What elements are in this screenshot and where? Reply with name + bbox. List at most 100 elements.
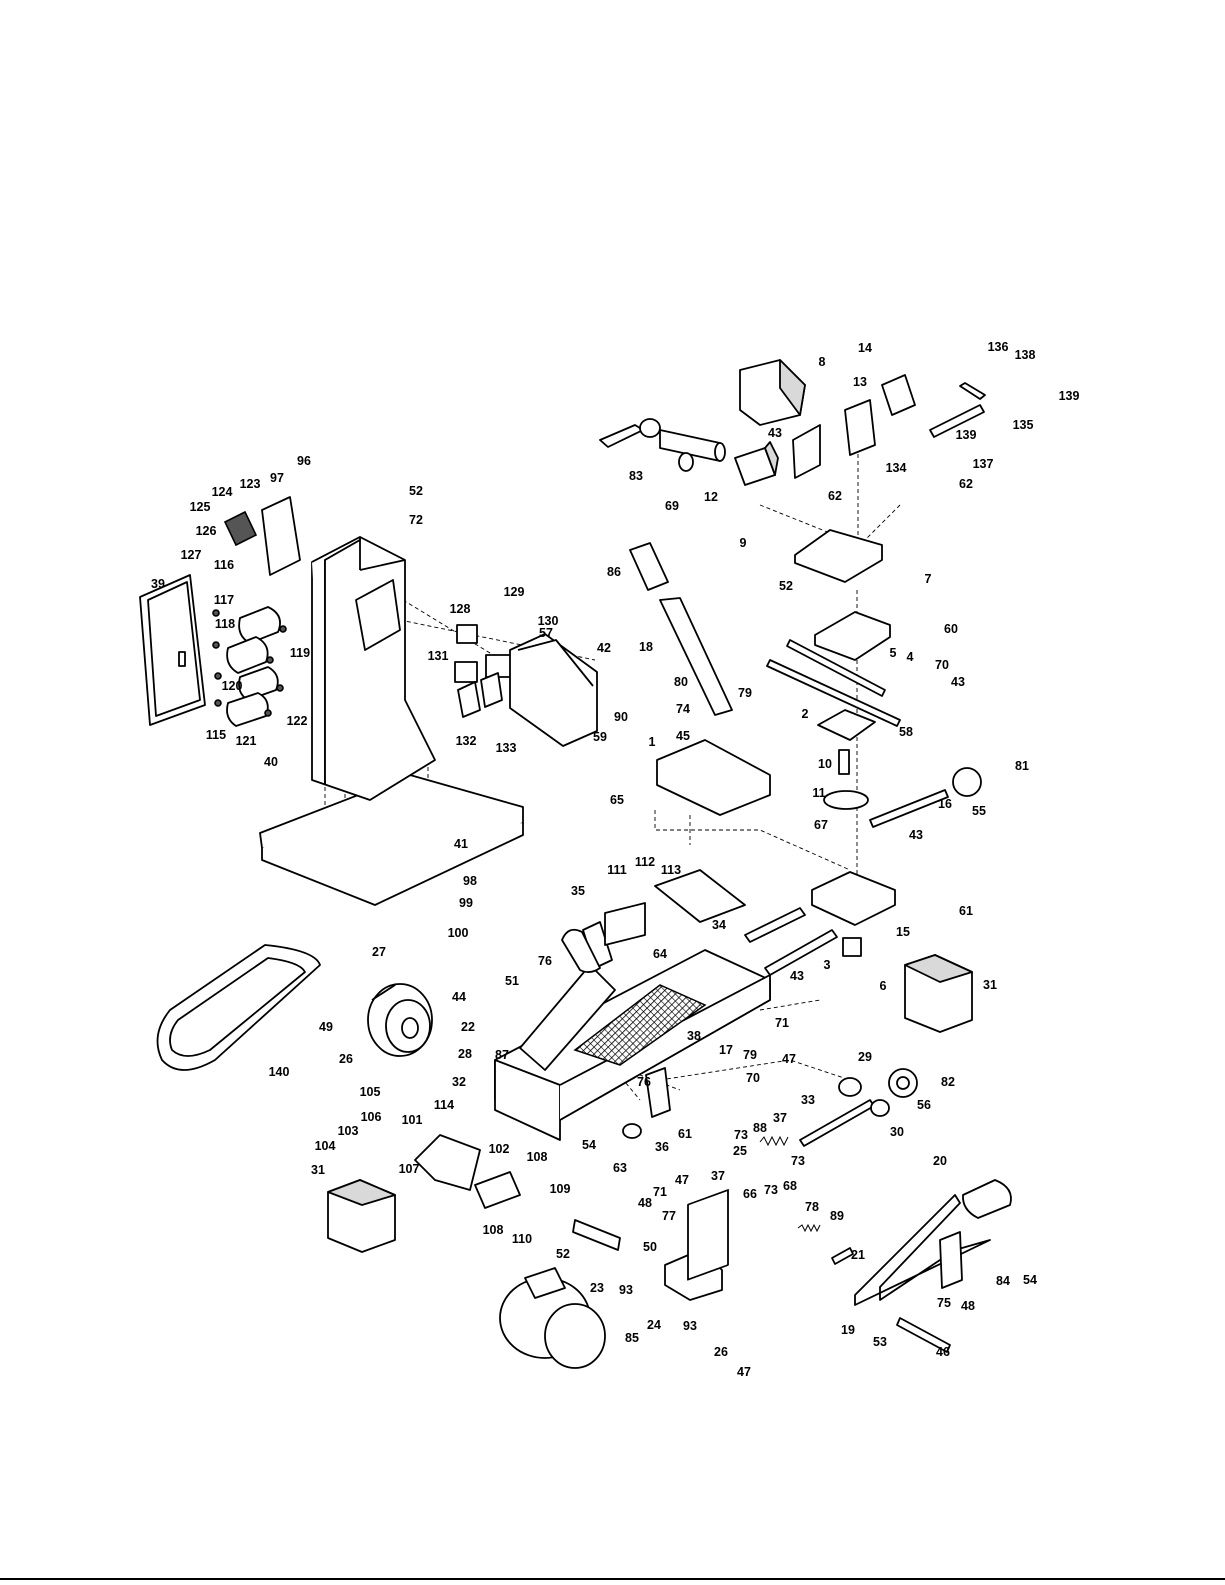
part-callout-44: 44 [452, 990, 466, 1004]
part-callout-3: 3 [824, 958, 831, 972]
part-callout-115: 115 [206, 728, 226, 742]
part-callout-74: 74 [676, 702, 690, 716]
part-callout-100: 100 [448, 926, 469, 940]
part-callout-136: 136 [988, 340, 1009, 354]
part-callout-7: 7 [925, 572, 932, 586]
part-callout-24: 24 [647, 1318, 661, 1332]
part-callout-48: 48 [638, 1196, 652, 1210]
part-callout-121: 121 [236, 734, 257, 748]
part-callout-52: 52 [556, 1247, 570, 1261]
part-callout-32: 32 [452, 1075, 466, 1089]
part-callout-108: 108 [483, 1223, 504, 1237]
part-callout-39: 39 [151, 577, 165, 591]
part-callout-103: 103 [338, 1124, 359, 1138]
part-callout-13: 13 [853, 375, 867, 389]
part-callout-68: 68 [783, 1179, 797, 1193]
part-callout-102: 102 [489, 1142, 510, 1156]
part-callout-108: 108 [527, 1150, 548, 1164]
part-callout-19: 19 [841, 1323, 855, 1337]
part-callout-50: 50 [643, 1240, 657, 1254]
part-callout-61: 61 [678, 1127, 692, 1141]
part-callout-45: 45 [676, 729, 690, 743]
part-callout-33: 33 [801, 1093, 815, 1107]
part-callout-47: 47 [737, 1365, 751, 1379]
part-callout-113: 113 [661, 863, 681, 877]
part-callout-107: 107 [399, 1162, 420, 1176]
part-callout-29: 29 [858, 1050, 872, 1064]
part-callout-104: 104 [315, 1139, 336, 1153]
part-callout-89: 89 [830, 1209, 844, 1223]
part-callout-64: 64 [653, 947, 667, 961]
part-callout-122: 122 [287, 714, 308, 728]
part-callout-123: 123 [240, 477, 261, 491]
part-callout-35: 35 [571, 884, 585, 898]
pedal-frame [854, 1194, 991, 1306]
part-callout-76: 76 [637, 1075, 651, 1089]
part-callout-116: 116 [214, 558, 234, 572]
part-callout-16: 16 [938, 797, 952, 811]
part-callout-109: 109 [550, 1182, 571, 1196]
part-callout-22: 22 [461, 1020, 475, 1034]
part-callout-117: 117 [214, 593, 234, 607]
part-callout-70: 70 [935, 658, 949, 672]
part-callout-43: 43 [790, 969, 804, 983]
part-callout-26: 26 [714, 1345, 728, 1359]
part-callout-135: 135 [1013, 418, 1034, 432]
hoppers [327, 954, 973, 1253]
lower-drive-assembly [414, 1068, 1012, 1369]
part-callout-112: 112 [635, 855, 655, 869]
part-callout-131: 131 [428, 649, 449, 663]
part-callout-71: 71 [775, 1016, 789, 1030]
part-callout-87: 87 [495, 1048, 509, 1062]
part-callout-30: 30 [890, 1125, 904, 1139]
part-callout-76: 76 [538, 954, 552, 968]
tilt-plate [794, 529, 883, 583]
part-callout-62: 62 [959, 477, 973, 491]
part-callout-5: 5 [890, 646, 897, 660]
part-callout-42: 42 [597, 641, 611, 655]
part-callout-66: 66 [743, 1187, 757, 1201]
part-callout-126: 126 [196, 524, 217, 538]
part-callout-139: 139 [1059, 389, 1080, 403]
part-callout-96: 96 [297, 454, 311, 468]
part-callout-21: 21 [851, 1248, 865, 1262]
part-callout-75: 75 [937, 1296, 951, 1310]
part-callout-54: 54 [1023, 1273, 1037, 1287]
part-callout-133: 133 [496, 741, 517, 755]
part-callout-137: 137 [973, 457, 994, 471]
part-callout-80: 80 [674, 675, 688, 689]
part-callout-56: 56 [917, 1098, 931, 1112]
part-callout-43: 43 [768, 426, 782, 440]
part-callout-63: 63 [613, 1161, 627, 1175]
part-callout-27: 27 [372, 945, 386, 959]
part-callout-106: 106 [361, 1110, 382, 1124]
part-callout-110: 110 [512, 1232, 532, 1246]
part-callout-73: 73 [734, 1128, 748, 1142]
part-callout-124: 124 [212, 485, 233, 499]
part-callout-98: 98 [463, 874, 477, 888]
part-callout-11: 11 [812, 786, 825, 800]
part-callout-128: 128 [450, 602, 471, 616]
top-cover [654, 869, 746, 923]
part-callout-93: 93 [619, 1283, 633, 1297]
part-callout-130: 130 [538, 614, 559, 628]
part-callout-69: 69 [665, 499, 679, 513]
column-base-assembly [139, 496, 598, 1071]
part-callout-14: 14 [858, 341, 872, 355]
part-callout-18: 18 [639, 640, 653, 654]
part-callout-46: 46 [936, 1345, 950, 1359]
part-callout-129: 129 [504, 585, 525, 599]
part-callout-97: 97 [270, 471, 284, 485]
callout-labels: 1234567891011121314151617181920212223242… [151, 340, 1079, 1379]
part-callout-71: 71 [653, 1185, 667, 1199]
part-callout-67: 67 [814, 818, 828, 832]
drive-pulley [367, 983, 433, 1057]
part-callout-101: 101 [402, 1113, 423, 1127]
part-callout-62: 62 [828, 489, 842, 503]
part-callout-43: 43 [909, 828, 923, 842]
part-callout-31: 31 [983, 978, 997, 992]
part-callout-65: 65 [610, 793, 624, 807]
part-callout-23: 23 [590, 1281, 604, 1295]
part-callout-37: 37 [711, 1169, 725, 1183]
